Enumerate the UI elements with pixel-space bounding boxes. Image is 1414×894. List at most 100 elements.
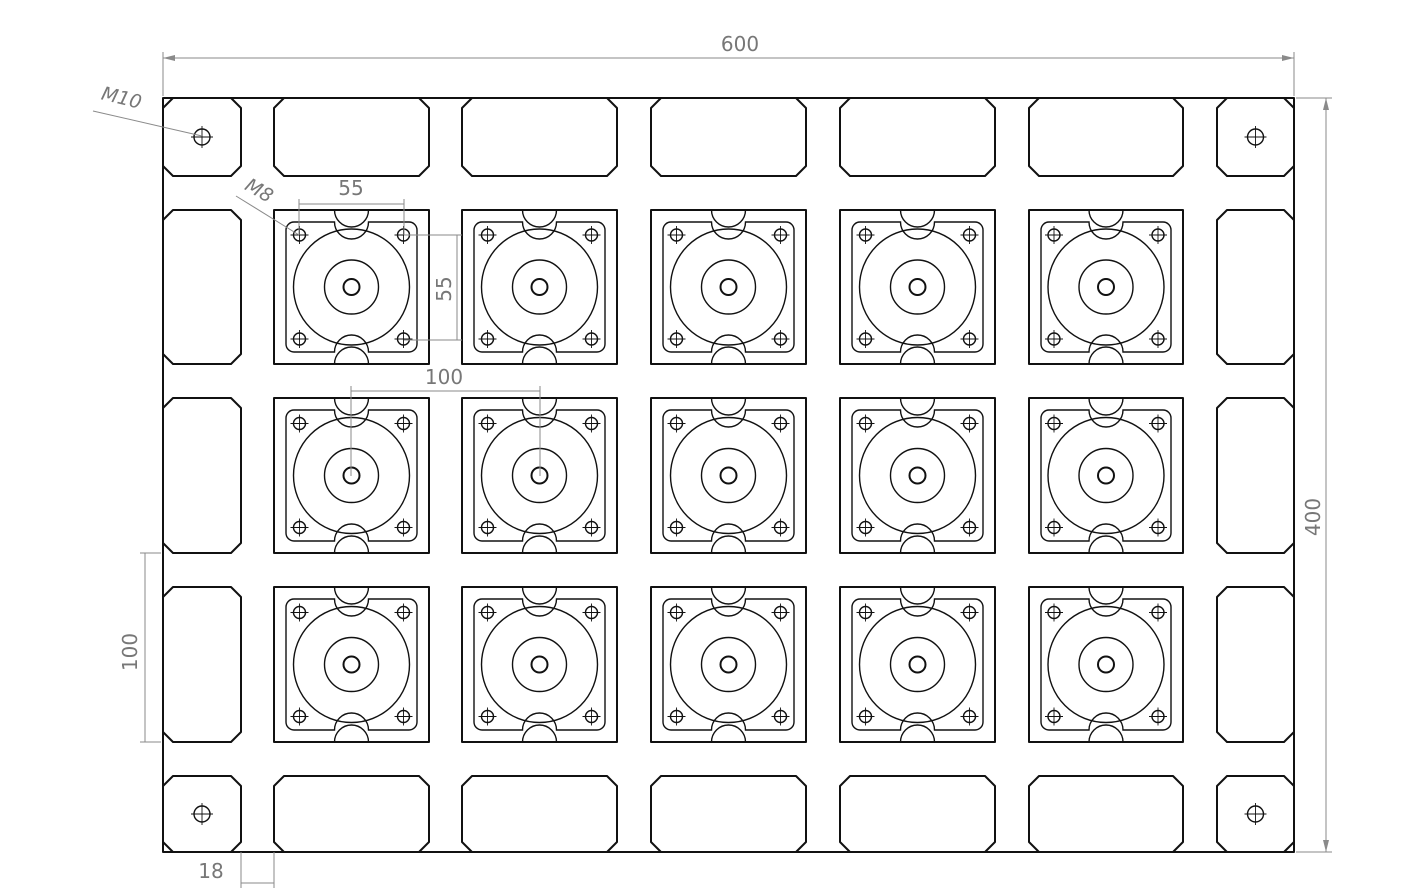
dim-slot: 18 (198, 859, 223, 883)
pocket-contour (473, 598, 606, 731)
notch-top (710, 586, 747, 605)
notch-bottom (1088, 535, 1124, 554)
bore-center (1097, 655, 1115, 674)
notch-bottom (710, 346, 747, 365)
border-pocket (273, 97, 430, 177)
notch-top (710, 209, 747, 228)
bore-outer (480, 228, 599, 346)
pocket-contour (1040, 409, 1172, 542)
notch-bottom (333, 346, 370, 365)
border-pocket (1216, 397, 1295, 554)
bore-middle (889, 259, 946, 315)
bore-middle (889, 447, 946, 504)
border-pocket (162, 775, 242, 853)
dim-pitch-y: 55 (432, 276, 456, 301)
bore-center (908, 655, 927, 674)
notch-bottom (710, 535, 747, 554)
pocket-contour (662, 221, 795, 353)
border-pocket (1028, 775, 1184, 853)
vise-pocket (839, 209, 996, 365)
border-pocket (273, 775, 430, 853)
pocket-grid (162, 97, 1295, 853)
vise-pocket (1028, 209, 1184, 365)
pocket-contour (662, 409, 795, 542)
pocket-contour (285, 598, 418, 731)
bore-center (1097, 466, 1115, 485)
pocket-contour (851, 598, 984, 731)
vise-pocket (650, 586, 807, 743)
pocket-contour (851, 409, 984, 542)
vise-pocket (650, 397, 807, 554)
notch-top (1088, 209, 1124, 228)
notch-bottom (333, 535, 370, 554)
callout-m10: M10 (99, 83, 144, 114)
border-pocket (1216, 775, 1295, 853)
border-pocket (839, 775, 996, 853)
bore-center (719, 655, 738, 674)
plate-outline (162, 97, 1295, 853)
notch-bottom (333, 724, 370, 743)
bore-outer (858, 416, 977, 535)
border-pocket (1216, 586, 1295, 743)
bore-center (719, 466, 738, 485)
notch-bottom (899, 535, 936, 554)
bore-middle (323, 259, 380, 315)
notch-bottom (1088, 346, 1124, 365)
bore-center (719, 278, 738, 296)
notch-top (333, 209, 370, 228)
notch-bottom (710, 724, 747, 743)
vise-pocket (461, 586, 618, 743)
notch-top (1088, 397, 1124, 416)
bore-outer (480, 605, 599, 724)
pocket-contour (662, 598, 795, 731)
bore-middle (1078, 636, 1134, 693)
border-pocket (162, 586, 242, 743)
bore-center (530, 655, 549, 674)
bore-outer (858, 605, 977, 724)
border-pocket (162, 397, 242, 554)
bore-middle (700, 447, 757, 504)
vise-pocket (1028, 397, 1184, 554)
notch-bottom (521, 535, 558, 554)
pocket-contour (285, 409, 418, 542)
bore-outer (292, 605, 411, 724)
dimension-lines (92, 52, 1332, 888)
bore-center (908, 278, 927, 296)
vise-pocket (1028, 586, 1184, 743)
notch-top (1088, 586, 1124, 605)
vise-pocket (839, 397, 996, 554)
bore-middle (889, 636, 946, 693)
vise-pocket (273, 209, 430, 365)
border-pocket (650, 97, 807, 177)
bore-outer (1047, 605, 1165, 724)
vise-pocket (650, 209, 807, 365)
pocket-contour (851, 221, 984, 353)
dim-pitch-x: 55 (338, 176, 363, 200)
border-pocket (461, 775, 618, 853)
dim-width: 600 (721, 32, 759, 56)
bore-middle (511, 259, 568, 315)
pocket-contour (1040, 221, 1172, 353)
vise-pocket (461, 209, 618, 365)
vise-pocket (839, 586, 996, 743)
border-pocket (1028, 97, 1184, 177)
bore-middle (1078, 259, 1134, 315)
bore-middle (1078, 447, 1134, 504)
notch-top (899, 397, 936, 416)
notch-bottom (521, 724, 558, 743)
bore-middle (323, 636, 380, 693)
bore-outer (1047, 416, 1165, 535)
notch-bottom (899, 724, 936, 743)
notch-top (521, 586, 558, 605)
dim-spacing: 100 (425, 365, 463, 389)
notch-top (521, 209, 558, 228)
border-pocket (1216, 97, 1295, 177)
notch-bottom (1088, 724, 1124, 743)
bore-middle (700, 636, 757, 693)
notch-bottom (899, 346, 936, 365)
pocket-contour (1040, 598, 1172, 731)
bore-middle (511, 636, 568, 693)
pocket-contour (473, 221, 606, 353)
border-pocket (650, 775, 807, 853)
